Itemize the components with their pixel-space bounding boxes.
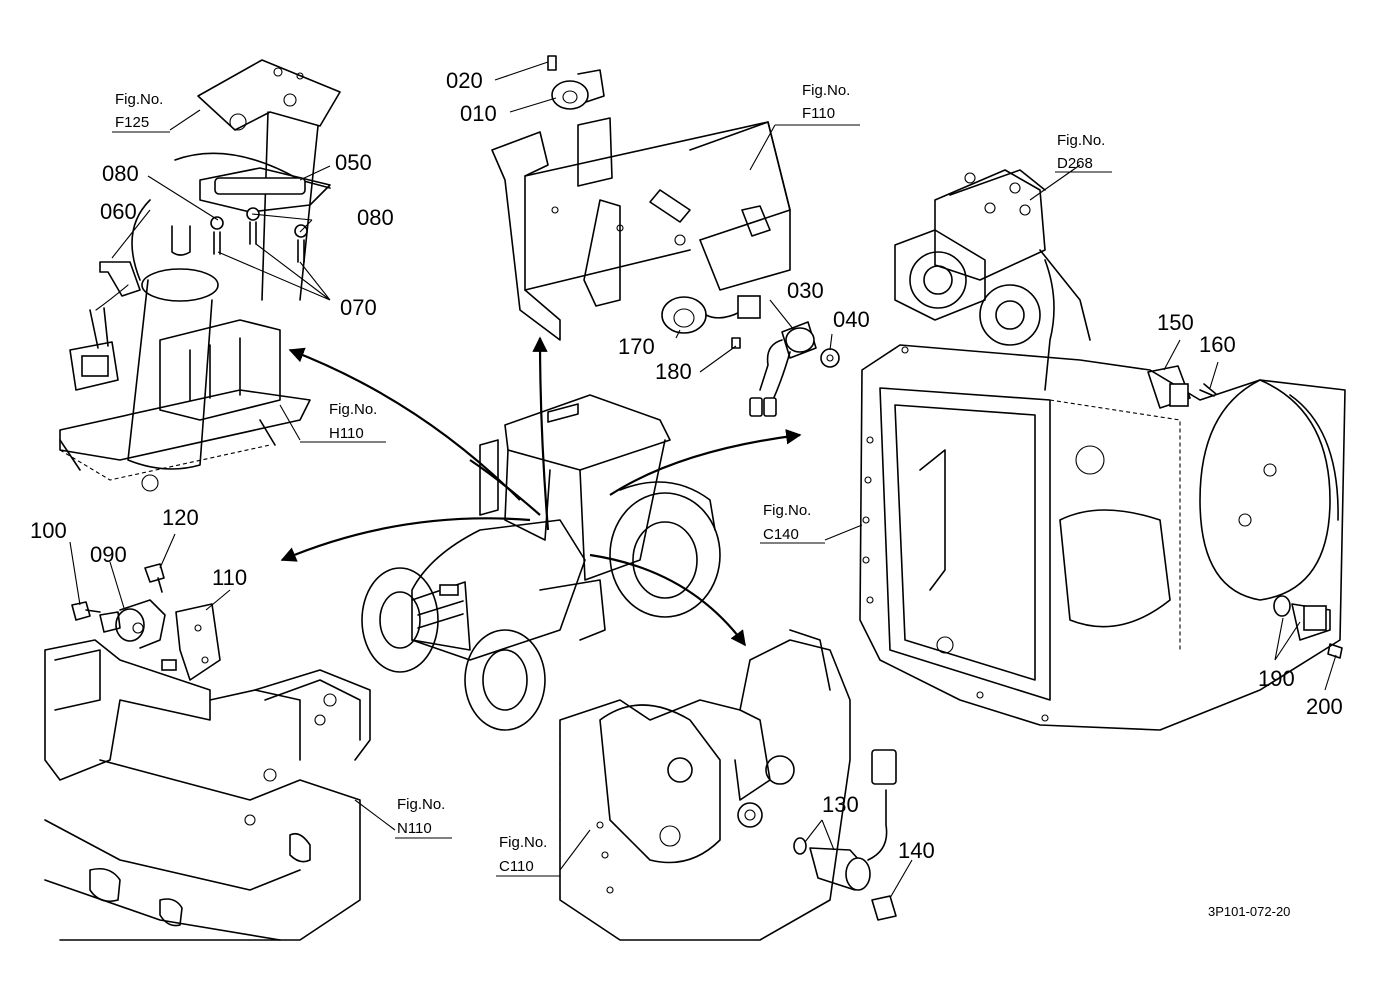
fig-ref-number: D268 (1057, 155, 1093, 172)
callout-040: 040 (833, 307, 870, 332)
fig-ref-d268[interactable]: Fig.No. D268 (1055, 132, 1112, 173)
fig-ref-number: F125 (115, 114, 149, 131)
fig-ref-h110[interactable]: Fig.No. H110 (300, 401, 386, 443)
sensor-030-assembly (749, 321, 840, 417)
front-frame-assembly (44, 563, 371, 941)
fig-ref-label: Fig.No. (329, 401, 377, 418)
fig-ref-number: N110 (397, 820, 432, 837)
transmission-case (859, 169, 1346, 731)
callout-080: 080 (102, 161, 139, 186)
fig-ref-label: Fig.No. (499, 834, 547, 851)
callout-labels: 020 010 030 040 050 080 080 060 070 150 … (30, 68, 1343, 863)
leader-lines (69, 61, 1337, 899)
callout-170: 170 (618, 334, 655, 359)
callout-120: 120 (162, 505, 199, 530)
fig-ref-number: C110 (499, 858, 534, 875)
callout-050: 050 (335, 150, 372, 175)
fig-ref-label: Fig.No. (397, 796, 445, 813)
fig-ref-f110[interactable]: Fig.No. F110 (775, 82, 860, 126)
fig-ref-label: Fig.No. (763, 502, 811, 519)
steering-column-assembly (59, 59, 341, 492)
fig-ref-number: F110 (802, 105, 835, 122)
fig-ref-label: Fig.No. (1057, 132, 1105, 149)
fig-ref-number: H110 (329, 425, 364, 442)
figure-references: Fig.No. F125 Fig.No. F110 Fig.No. D268 F… (112, 82, 1112, 877)
fig-ref-number: C140 (763, 526, 799, 543)
callout-190: 190 (1258, 666, 1295, 691)
callout-100: 100 (30, 518, 67, 543)
fig-ref-label: Fig.No. (115, 91, 163, 108)
bracket-panel-assembly (491, 55, 791, 349)
callout-080: 080 (357, 205, 394, 230)
fig-ref-n110[interactable]: Fig.No. N110 (395, 796, 452, 839)
callout-030: 030 (787, 278, 824, 303)
location-arrows (280, 336, 802, 647)
fig-ref-label: Fig.No. (802, 82, 850, 99)
fig-ref-f125[interactable]: Fig.No. F125 (112, 91, 170, 133)
callout-090: 090 (90, 542, 127, 567)
callout-060: 060 (100, 199, 137, 224)
tractor-illustration (361, 394, 721, 731)
callout-110: 110 (212, 565, 247, 590)
callout-200: 200 (1306, 694, 1343, 719)
callout-130: 130 (822, 792, 859, 817)
fig-ref-c140[interactable]: Fig.No. C140 (760, 502, 825, 544)
drawing-number: 3P101-072-20 (1208, 904, 1290, 919)
rear-casting-assembly (559, 629, 897, 941)
callout-020: 020 (446, 68, 483, 93)
callout-140: 140 (898, 838, 935, 863)
callout-070: 070 (340, 295, 377, 320)
callout-180: 180 (655, 359, 692, 384)
fig-ref-c110[interactable]: Fig.No. C110 (496, 834, 560, 877)
callout-010: 010 (460, 101, 497, 126)
callout-160: 160 (1199, 332, 1236, 357)
callout-150: 150 (1157, 310, 1194, 335)
